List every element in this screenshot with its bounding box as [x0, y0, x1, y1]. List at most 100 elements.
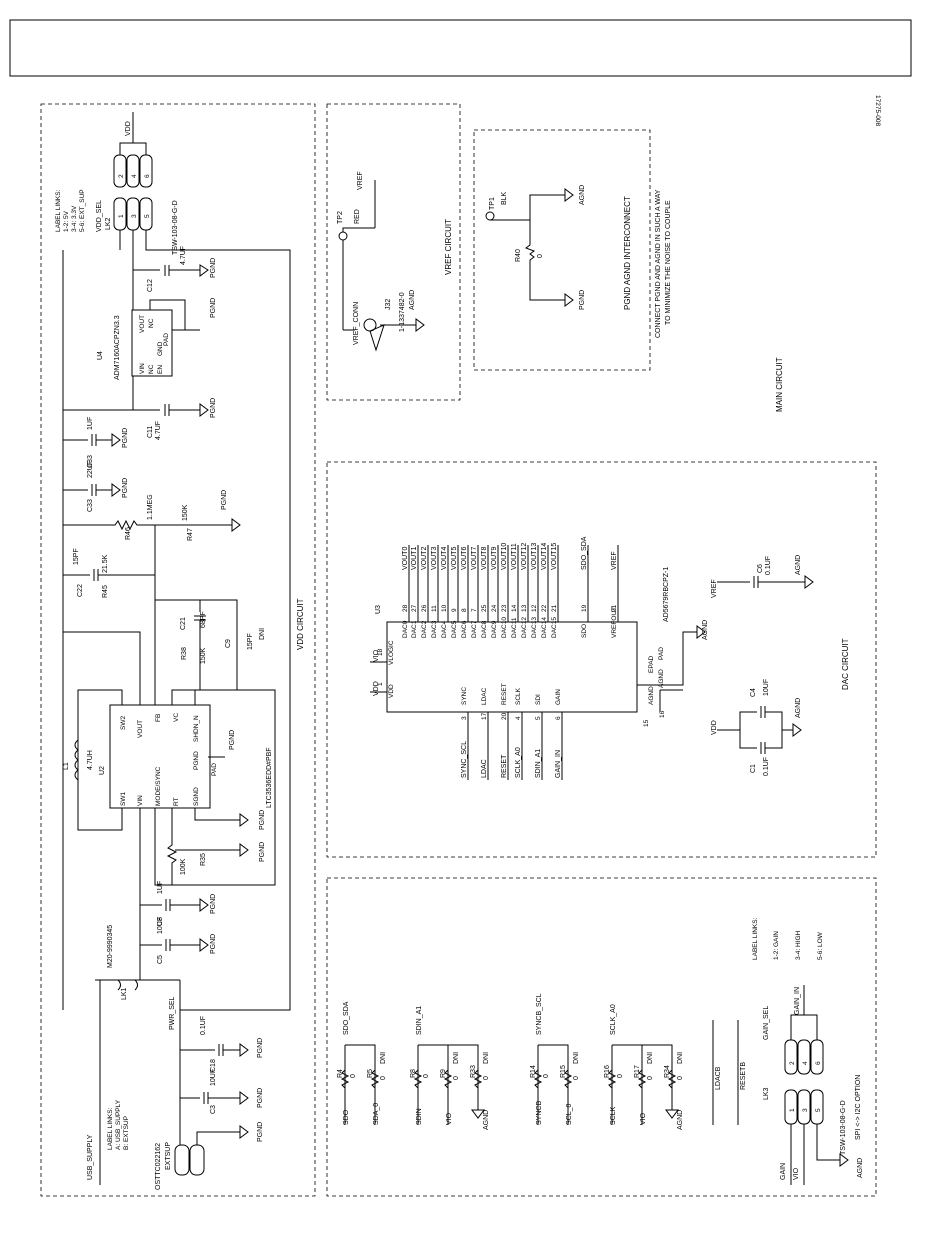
lk1-selector: M20-9990345 LK1 PWR_SEL USB_SUPPLY LABEL… [87, 925, 180, 1185]
svg-text:2: 2 [789, 1061, 796, 1065]
svg-text:VREF: VREF [711, 579, 718, 598]
c8-c5: 1UF C8 PGND 10UF C5 PGND [139, 881, 217, 980]
u3-pin-number: 21 [551, 604, 558, 612]
svg-text:15PF: 15PF [247, 633, 254, 650]
svg-text:FB: FB [155, 714, 162, 722]
u3-net-label: VOUT13 [531, 543, 538, 570]
group-net-top: SYNCB_SCL [536, 993, 543, 1035]
c11-capacitor: C11 4.7UF PGND [133, 398, 217, 440]
u3-pin-number: 13 [521, 604, 528, 612]
svg-text:EPAD: EPAD [648, 655, 655, 673]
u3-pin-name: DAC5 [451, 620, 458, 638]
group-net-top: SDO_SDA [343, 1001, 350, 1035]
svg-text:TSW-103-08-G-D: TSW-103-08-G-D [840, 1100, 847, 1155]
svg-text:0.1UF: 0.1UF [200, 1016, 207, 1035]
svg-text:TP1: TP1 [489, 197, 496, 210]
svg-text:SPI <-> I2C OPTION: SPI <-> I2C OPTION [855, 1075, 862, 1140]
svg-text:1-1337482-0: 1-1337482-0 [399, 292, 406, 332]
agnd-label: AGND [677, 1110, 684, 1130]
u3-pin-name: SDI [535, 694, 542, 705]
svg-text:1-2: 5V: 1-2: 5V [63, 210, 70, 232]
resistor-ref: R5 [367, 1069, 374, 1078]
svg-text:PGND: PGND [210, 894, 217, 914]
svg-text:4: 4 [131, 174, 138, 178]
svg-text:RT: RT [173, 797, 180, 806]
svg-text:NC: NC [148, 364, 155, 374]
u3-pin-name: DAC13 [531, 617, 538, 638]
u3-pin-number: 28 [402, 604, 409, 612]
svg-text:21.5K: 21.5K [102, 554, 109, 573]
svg-text:AGND: AGND [648, 686, 655, 705]
u3-pin-number: 10 [441, 604, 448, 612]
svg-text:10UF: 10UF [210, 1069, 217, 1086]
u3-net-label: RESET [501, 754, 508, 778]
svg-text:DNI: DNI [259, 628, 266, 640]
svg-text:5: 5 [815, 1108, 822, 1112]
svg-text:VREF_CONN: VREF_CONN [353, 302, 360, 345]
u3-net-label: SCLK_A0 [515, 747, 522, 778]
svg-text:LK1: LK1 [121, 987, 128, 1000]
svg-text:PGND: PGND [210, 258, 217, 278]
svg-text:AGND: AGND [857, 1158, 864, 1178]
svg-text:PGND: PGND [193, 751, 200, 770]
svg-text:C4: C4 [750, 688, 757, 697]
svg-text:VIO: VIO [793, 1167, 800, 1180]
svg-text:PGND AGND INTERCONNECT: PGND AGND INTERCONNECT [623, 196, 632, 310]
resistor-value: 0 [617, 1074, 624, 1078]
c6-capacitor: VREF C6 0.1UF AGND [711, 555, 814, 598]
group-net-left: SCLK [610, 1106, 617, 1125]
vdd-net-top: VDD [125, 121, 132, 136]
svg-text:C8: C8 [157, 917, 164, 926]
l1-inductor: L1 4.7UH [63, 739, 94, 781]
group-net-top: SCLK_A0 [610, 1004, 617, 1035]
svg-text:EN: EN [157, 365, 164, 374]
svg-text:5-6: LOW: 5-6: LOW [817, 931, 824, 960]
svg-text:B: EXTSUP: B: EXTSUP [123, 1116, 130, 1150]
svg-text:C33: C33 [87, 499, 94, 512]
svg-text:PAD: PAD [211, 763, 218, 776]
svg-text:R40: R40 [515, 249, 522, 262]
u3-pin-name: DAC1 [411, 620, 418, 638]
svg-text:C11: C11 [147, 426, 154, 438]
svg-text:C9: C9 [225, 639, 232, 648]
u3-net-label: VOUT10 [501, 543, 508, 570]
u3-pin-name: DAC8 [481, 620, 488, 638]
svg-text:ADM7160ACPZN3.3: ADM7160ACPZN3.3 [114, 315, 121, 380]
svg-text:RESETB: RESETB [740, 1062, 747, 1090]
svg-text:GAIN_IN: GAIN_IN [794, 987, 801, 1015]
lk2-header: LK2 VDD_SEL LABEL LINKS: 1-2: 5V 3-4: 3.… [55, 112, 291, 1011]
u3-pin-number: 21 [611, 604, 618, 612]
u3-pin-name: DAC15 [551, 617, 558, 638]
svg-text:3: 3 [131, 214, 138, 218]
group-net-right: SCL_0 [566, 1103, 573, 1125]
u3-pin-number: 1 [377, 682, 384, 686]
pgnd-agnd-frame [473, 129, 651, 371]
svg-text:AGND: AGND [658, 669, 665, 688]
resistor-value: 0 [677, 1076, 684, 1080]
svg-text:PAD: PAD [658, 647, 665, 660]
resistor-value: 0 [380, 1076, 387, 1080]
svg-text:100K: 100K [180, 858, 187, 875]
svg-text:AGND: AGND [409, 290, 416, 310]
svg-text:AGND: AGND [795, 555, 802, 575]
u3-pin-number: 18 [377, 648, 384, 656]
u3-pin-number: 4 [515, 716, 522, 720]
svg-text:EXTSUP: EXTSUP [165, 1142, 172, 1170]
svg-text:1UF: 1UF [87, 417, 94, 430]
u2-boost: U2 LTC3536EDD#PBF SW2 SW1 VOUT FB VC SHD… [63, 631, 276, 886]
u3-net-label: VOUT7 [471, 547, 478, 570]
resistor-value: 0 [573, 1076, 580, 1080]
resistor-value: 0 [543, 1074, 550, 1078]
svg-text:PGND: PGND [122, 428, 129, 448]
svg-text:SGND: SGND [193, 787, 200, 806]
svg-text:15PF: 15PF [73, 548, 80, 565]
group-net-left: SDO [343, 1109, 350, 1125]
resistor-ref: R15 [560, 1065, 567, 1078]
